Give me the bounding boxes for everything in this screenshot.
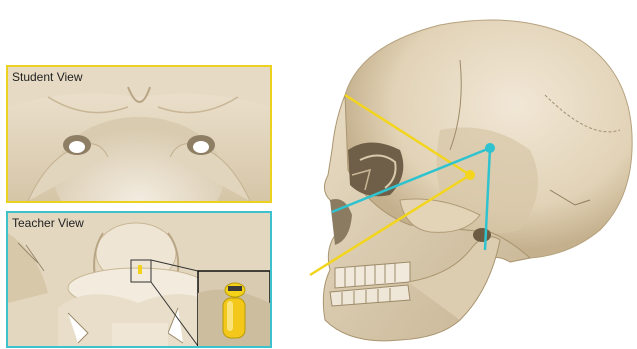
camera-marker-icon: [223, 283, 245, 338]
teacher-view-render: [8, 213, 270, 346]
ear-canal: [473, 228, 491, 242]
student-camera-point: [465, 170, 475, 180]
camera-marker-small-icon: [138, 265, 142, 274]
teacher-view-panel: Teacher View: [6, 211, 272, 348]
teacher-view-label: Teacher View: [12, 216, 84, 230]
student-view-render: [8, 67, 270, 201]
student-view-label: Student View: [12, 70, 83, 84]
student-view-panel: Student View: [6, 65, 272, 203]
skull-illustration: [290, 0, 637, 349]
teacher-camera-point: [485, 143, 495, 153]
